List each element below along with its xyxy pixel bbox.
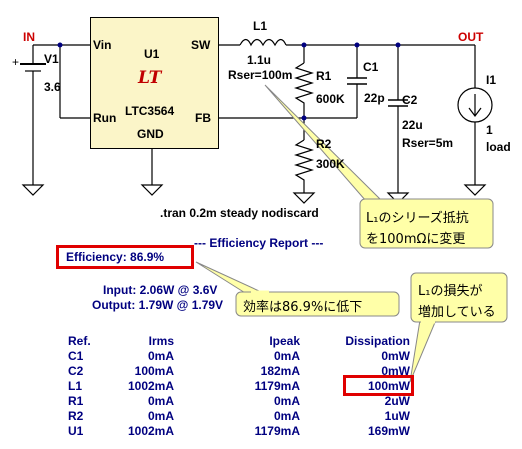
l1-value: 1.1u [247,53,272,67]
l1-rser: Rser=100m [228,68,293,82]
c1-capacitor-symbol [347,77,367,85]
u1-part-number: LTC3564 [125,104,175,118]
cell-dissipation: 169mW [367,424,410,438]
c1-value: 22p [364,91,385,105]
ground-icons [21,184,487,204]
cell-ipeak: 0mA [273,409,300,423]
callout-l1-line1: L₁のシリーズ抵抗 [366,211,469,226]
lt-logo: LT [138,68,162,88]
r1-value: 600K [316,92,345,106]
cell-ref: C2 [68,364,84,378]
c2-capacitor-symbol [388,99,408,107]
i1-value: 1 [486,123,493,137]
r1-resistor-symbol [293,62,315,106]
col-header-ref: Ref. [68,334,91,348]
cell-dissipation: 2uW [384,394,410,408]
ic-u1-block [90,17,219,149]
inductor-symbol [239,38,287,47]
i1-name: I1 [486,73,497,87]
cell-ipeak: 1179mA [254,424,300,438]
cell-ref: R2 [68,409,84,423]
r2-value: 300K [316,157,345,171]
c2-value: 22u [402,118,423,132]
u1-name: U1 [144,47,160,61]
col-header-dissipation: Dissipation [345,334,410,348]
pin-run-label: Run [93,111,117,125]
cell-ipeak: 1179mA [254,379,300,393]
pin-fb-label: FB [195,111,211,125]
pin-gnd-label: GND [137,127,164,141]
battery-symbol [20,45,46,185]
cell-dissipation: 100mW [367,379,410,393]
cell-ref: R1 [68,394,84,408]
r1-name: R1 [316,69,332,83]
current-source-symbol [457,87,493,123]
col-header-ipeak: Ipeak [269,334,300,348]
pin-vin-label: Vin [93,38,112,52]
junction-dots [57,42,401,121]
cell-ref: L1 [68,379,83,393]
r2-name: R2 [316,137,332,151]
c1-name: C1 [363,60,379,74]
v1-name: V1 [44,52,59,66]
net-label-in: IN [23,30,35,44]
efficiency-value: Efficiency: 86.9% [66,250,165,264]
cell-irms: 0mA [147,409,174,423]
cell-ipeak: 0mA [273,394,300,408]
wires [33,44,476,193]
report-title: --- Efficiency Report --- [194,236,324,250]
v1-value: 3.6 [44,80,61,94]
dissipation-highlight-box [343,375,414,396]
callout-loss-line2: 増加している [418,305,496,320]
pin-sw-label: SW [191,38,211,52]
c2-rser: Rser=5m [402,136,454,150]
cell-irms: 0mA [147,394,174,408]
cell-irms: 1002mA [127,424,174,438]
input-power: Input: 2.06W @ 3.6V [103,283,218,297]
cell-ref: U1 [68,424,84,438]
l1-name: L1 [253,19,268,33]
callout-efficiency-text: 効率は86.9%に低下 [243,300,363,315]
cell-dissipation: 0mW [381,364,410,378]
callout-loss-shape [409,272,508,383]
cell-irms: 100mA [134,364,174,378]
callout-efficiency-shape [195,261,400,317]
cell-ipeak: 0mA [273,349,300,363]
i1-mode: load [486,140,511,154]
c2-name: C2 [402,93,418,107]
callout-l1-shape [264,84,494,249]
cell-ipeak: 182mA [260,364,300,378]
efficiency-highlight-box [56,245,194,269]
v1-plus-sign: + [12,55,20,69]
cell-irms: 1002mA [127,379,174,393]
callout-loss-line1: L₁の損失が [418,284,483,299]
cell-irms: 0mA [147,349,174,363]
sim-directive: .tran 0.2m steady nodiscard [160,206,319,220]
cell-ref: C1 [68,349,84,363]
cell-dissipation: 0mW [381,349,410,363]
callout-l1-line2: を100mΩに変更 [366,232,466,247]
output-power: Output: 1.79W @ 1.79V [92,298,224,312]
col-header-irms: Irms [148,334,174,348]
r2-resistor-symbol [293,139,315,183]
cell-dissipation: 1uW [384,409,410,423]
net-label-out: OUT [458,30,484,44]
